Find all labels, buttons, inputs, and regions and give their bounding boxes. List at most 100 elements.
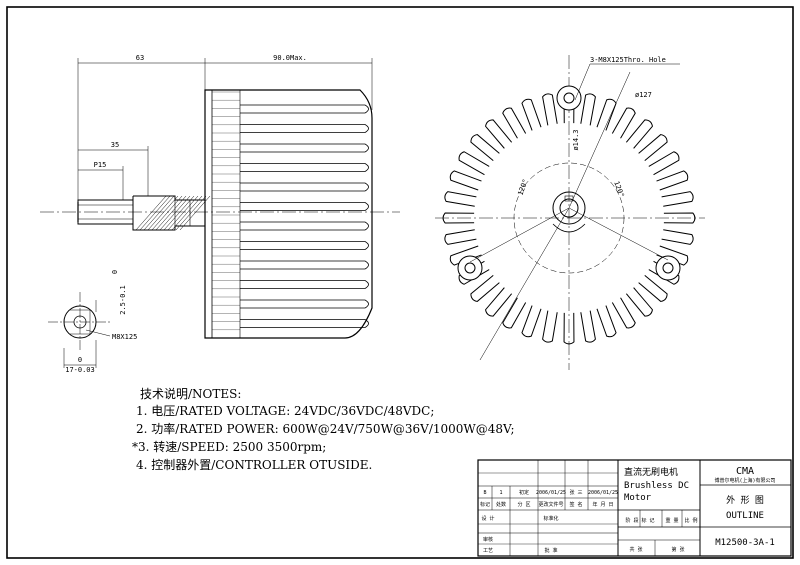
front-fin [580, 310, 596, 343]
hatch-line [175, 195, 207, 231]
dim-inner-dia: ø14.3 [572, 129, 580, 150]
note-line: 4. 控制器外置/CONTROLLER OTUSIDE. [136, 458, 372, 472]
hatch-line [163, 195, 195, 231]
drawing-type-cn: 外 形 图 [726, 494, 764, 506]
hatch-line [143, 195, 175, 231]
side-fin [240, 124, 369, 133]
product-name-cn: 直流无刷电机 [624, 466, 678, 478]
rev-cell: B [483, 490, 486, 496]
note-line: 1. 电压/RATED VOLTAGE: 24VDC/36VDC/48VDC; [136, 404, 434, 418]
hatch-line [171, 195, 203, 231]
mounting-lobe [556, 85, 582, 111]
side-fin [240, 221, 369, 231]
head-cell: 签 名 [569, 501, 582, 508]
head-cell: 标记 [480, 501, 490, 508]
front-fin [502, 297, 527, 329]
drawing-type-en: OUTLINE [726, 511, 764, 521]
shaft-section-outer [63, 305, 97, 339]
front-view [435, 55, 705, 370]
company-logo-text: CMA [736, 466, 754, 477]
hatch-line [147, 195, 179, 231]
sign-cell: 工艺 [483, 548, 493, 554]
mounting-hole [563, 92, 575, 104]
bolt-circle [513, 162, 625, 274]
housing-outline [204, 89, 373, 339]
hub-section [132, 195, 206, 231]
mounting-lobes [457, 85, 681, 281]
rev-cell: 2006/01/25 [536, 490, 566, 496]
sign-cell: 标准化 [543, 515, 558, 522]
front-fin [458, 151, 490, 176]
front-fin [580, 93, 596, 126]
front-fin [656, 245, 689, 266]
front-fin [611, 297, 636, 329]
rev-cell: 张 三 [569, 489, 582, 496]
front-fin [449, 245, 482, 266]
notes-title: 技术说明/NOTES: [140, 386, 241, 401]
mounting-hole [662, 262, 674, 274]
front-fin [470, 134, 500, 162]
dim-shaft-length: 63 [136, 54, 144, 62]
dim-angle-a: 120° [516, 178, 529, 197]
front-fin [458, 260, 490, 285]
sign-cell: 审核 [483, 536, 493, 543]
rev-cell: 1 [499, 490, 502, 496]
shaft-section-view [48, 292, 112, 368]
stage-cell: 重 量 [665, 517, 678, 524]
sheet-count-cell: 共 张 [629, 546, 642, 553]
dim-shaft-width-zero: 0 [78, 356, 82, 364]
front-fin [521, 305, 542, 338]
front-fin [449, 170, 482, 191]
front-fin [596, 98, 617, 131]
sheet-count-cell: 第 张 [671, 546, 684, 553]
side-fin [240, 260, 369, 270]
side-fin [240, 299, 369, 309]
side-view [40, 58, 400, 339]
front-fin [502, 107, 527, 139]
sheet-border [6, 6, 794, 559]
drawing-number: M12500-3A-1 [715, 538, 775, 548]
center-hub [552, 191, 586, 225]
front-fin [444, 191, 477, 207]
note-line: 2. 功率/RATED POWER: 600W@24V/750W@36V/100… [136, 421, 515, 436]
front-fin [638, 274, 668, 302]
dim-thread-spec: M8X125 [112, 333, 137, 341]
sign-cell: 设 计 [481, 515, 494, 522]
side-fin [240, 104, 369, 114]
company-name: 博普尔电机(上海)有限公司 [714, 477, 775, 484]
side-fin [240, 280, 369, 289]
dim-angle-b: 120° [612, 180, 625, 199]
front-fin [661, 229, 694, 245]
hatch-line [139, 195, 171, 231]
rev-cell: 初定 [519, 489, 529, 496]
front-fin [625, 287, 653, 317]
shaft-section-thread [73, 315, 87, 329]
side-fin [240, 319, 369, 328]
product-name-en-1: Brushless DC [624, 481, 689, 491]
head-cell: 年 月 日 [592, 501, 613, 508]
side-fin [240, 182, 369, 192]
dim-key-length: P15 [94, 161, 107, 169]
product-name-en-2: Motor [624, 493, 652, 503]
front-fin [542, 310, 558, 343]
front-fin [625, 119, 653, 149]
front-fin [648, 151, 680, 176]
rev-cell: 2006/01/25 [588, 490, 618, 496]
dim-bolt-pattern: 3-M8X125Thro. Hole [590, 56, 666, 64]
title-block [477, 459, 792, 557]
front-fin [663, 212, 696, 224]
mounting-lobe [655, 255, 681, 281]
hatched-section [135, 195, 211, 231]
hatch-line [151, 195, 183, 231]
stage-cell: 阶 段 标 记 [625, 517, 654, 524]
radial-fins [442, 91, 696, 345]
head-cell: 处数 [496, 501, 506, 508]
side-fin [240, 163, 369, 172]
side-fin [240, 202, 369, 211]
front-fin [638, 134, 668, 162]
note-line: *3. 转速/SPEED: 2500 3500rpm; [132, 439, 326, 454]
front-fin [442, 212, 475, 224]
hatch-line [155, 195, 187, 231]
hatch-line [167, 195, 199, 231]
